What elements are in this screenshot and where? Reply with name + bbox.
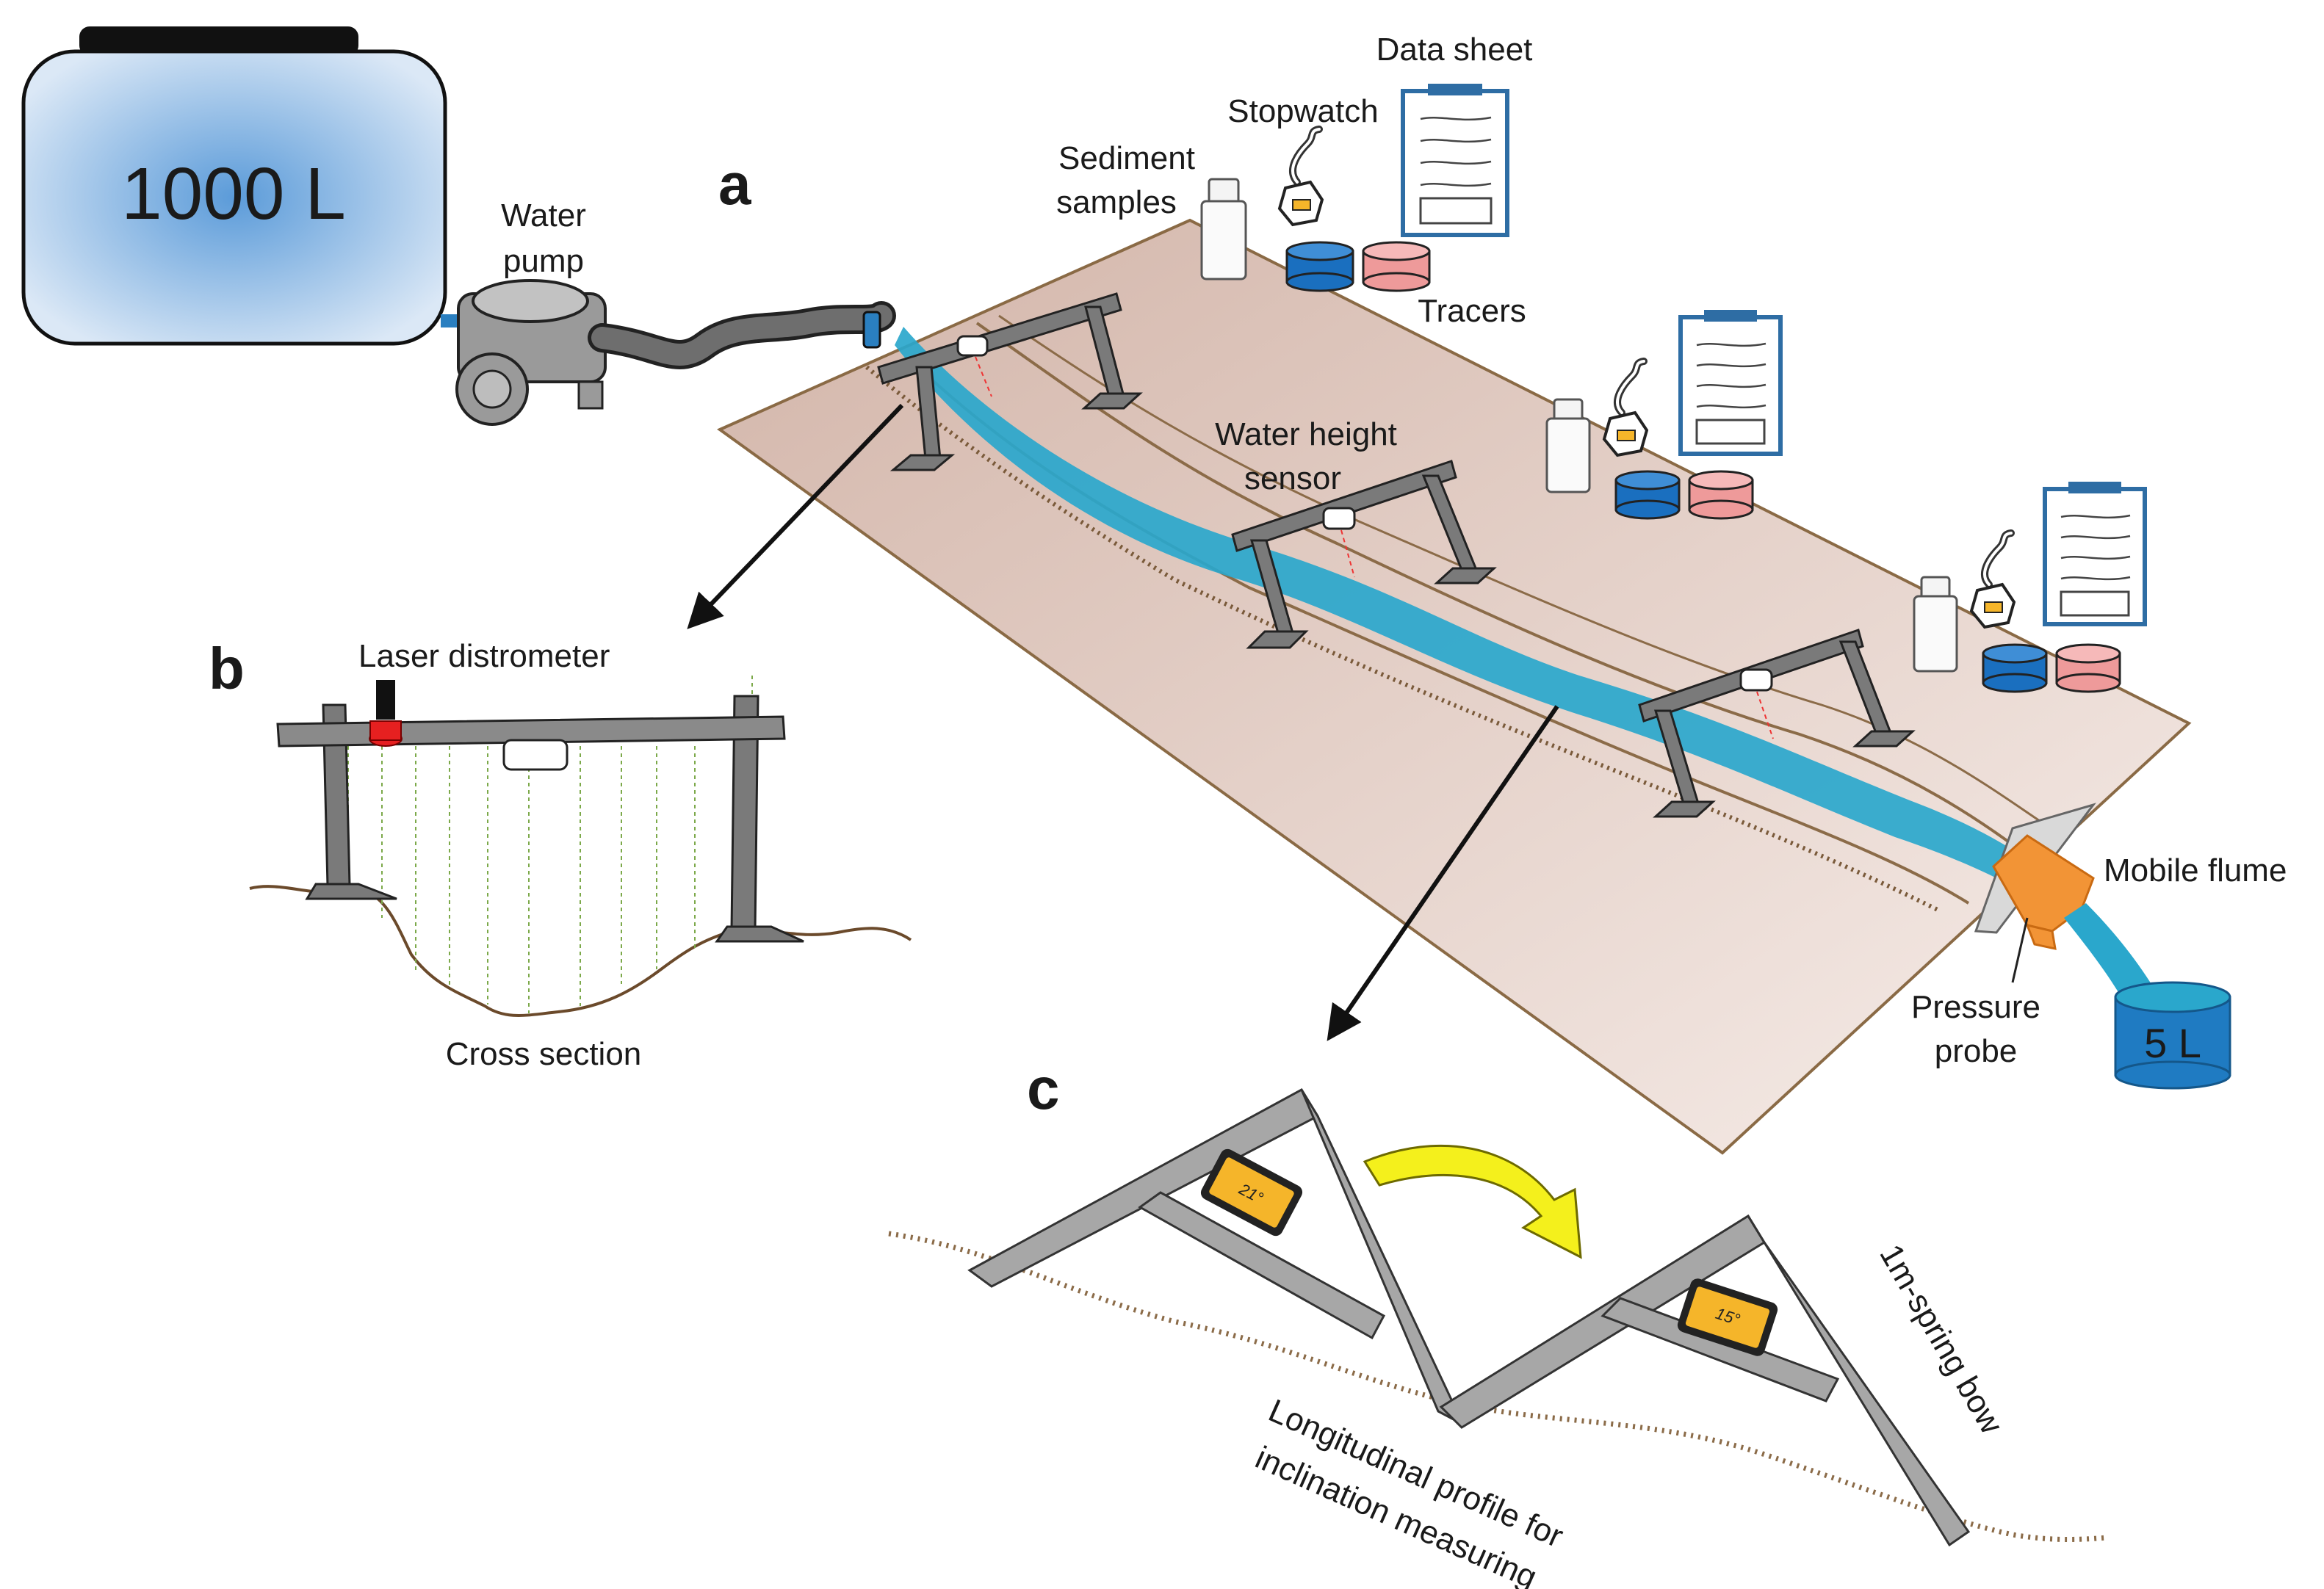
water-tank [21, 26, 447, 346]
panel-label-a: a [718, 151, 751, 217]
sediment-label-line1: Sediment [1058, 140, 1195, 176]
pump-label-line2: pump [503, 243, 584, 279]
sediment-sample-bottle-3 [1913, 576, 1958, 673]
sediment-sample-bottle-2 [1545, 398, 1591, 493]
tracer-container-blue-1 [1285, 241, 1354, 292]
pressure-probe-line [2011, 917, 2029, 983]
spring-bow-left [967, 1088, 1466, 1427]
cross-section-label: Cross section [446, 1036, 642, 1072]
stopwatch-icon-2 [1602, 358, 1649, 457]
tracer-container-red-1 [1362, 241, 1431, 292]
spring-bow-label: 1m-spring bow [1872, 1239, 2010, 1441]
collection-bucket [2114, 981, 2231, 1090]
callout-arrow-b [687, 403, 904, 629]
pressure-probe-label-line2: probe [1935, 1033, 2018, 1069]
data-sheet-clipboard-1 [1401, 84, 1509, 237]
water-hose-fill [591, 305, 892, 366]
sensor-label-line1: Water height [1215, 416, 1397, 452]
sediment-label-line2: samples [1056, 184, 1177, 220]
stopwatch-label: Stopwatch [1227, 93, 1378, 129]
stopwatch-icon-1 [1277, 126, 1324, 227]
channel-profile-dotted [865, 365, 1941, 913]
data-sheet-clipboard-3 [2043, 482, 2147, 626]
experimental-plot [717, 218, 2192, 1155]
data-sheet-clipboard-2 [1678, 310, 1783, 456]
mobile-flume-label: Mobile flume [2104, 853, 2287, 888]
tracer-container-red-3 [2055, 643, 2121, 693]
spring-bow-right [1439, 1214, 1971, 1547]
laser-distrometer-label: Laser distrometer [358, 638, 610, 674]
channel-bank-upper-2 [998, 314, 2043, 824]
inclinometer-right [1677, 1278, 1778, 1356]
cross-section-frame [276, 695, 804, 943]
sensor-label-line2: sensor [1244, 460, 1341, 496]
water-pump [455, 279, 607, 426]
tracer-container-blue-3 [1982, 643, 2048, 693]
tank-volume-label: 1000 L [121, 153, 346, 235]
tracer-container-blue-2 [1614, 470, 1681, 520]
water-stream [895, 327, 2027, 888]
inclinometer-left [1200, 1148, 1303, 1237]
hose-nozzle [862, 311, 881, 349]
data-sheet-label: Data sheet [1376, 32, 1533, 68]
bucket-volume-label: 5 L [2144, 1020, 2201, 1066]
flip-arrow [1363, 1144, 1582, 1259]
tracer-container-red-2 [1688, 470, 1754, 520]
tracers-label: Tracers [1418, 293, 1526, 329]
sensor-frame-3 [1638, 629, 1916, 818]
sediment-sample-bottle-1 [1200, 178, 1247, 280]
panel-label-c: c [1027, 1056, 1060, 1121]
sensor-frame-2 [1231, 460, 1497, 649]
pump-label-line1: Water [501, 198, 586, 234]
callout-arrow-c [1327, 705, 1559, 1041]
pressure-probe-label-line1: Pressure [1911, 989, 2040, 1025]
panel-label-b: b [209, 636, 245, 701]
laser-distrometer-device [369, 680, 403, 747]
sensor-frame-1 [877, 292, 1143, 471]
stopwatch-icon-3 [1969, 529, 2016, 629]
channel-bank-upper [975, 322, 2029, 857]
